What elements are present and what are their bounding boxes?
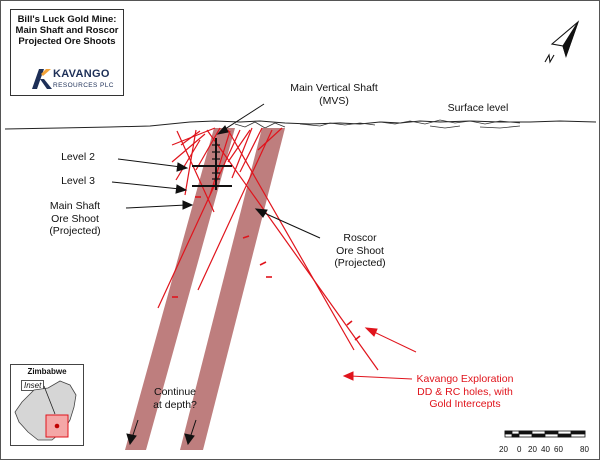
- scale-tick-4: 40: [541, 445, 550, 454]
- north-arrow-icon: [544, 20, 580, 64]
- kavango-label-line-3: Gold Intercepts: [429, 398, 501, 410]
- gold-intercept: [259, 261, 267, 266]
- level-2-label: Level 2: [61, 151, 95, 163]
- mvs-label-line-2: (MVS): [319, 94, 349, 107]
- surface-detail: [234, 119, 521, 129]
- main-shaft-ore-shoot-label: Main Shaft Ore Shoot (Projected): [25, 200, 125, 238]
- title-line-1: Bill's Luck Gold Mine:: [17, 14, 117, 25]
- roscor-label-line-3: (Projected): [334, 257, 386, 269]
- title-line-3: Projected Ore Shoots: [18, 36, 116, 47]
- scale-tick-1: 20: [499, 445, 508, 454]
- gold-intercept: [242, 235, 250, 239]
- continue-label-line-2: at depth?: [153, 398, 197, 411]
- roscor-label-line-1: Roscor: [343, 232, 377, 244]
- drillhole: [175, 139, 201, 181]
- main-shaft-ore-shoot: [125, 128, 235, 450]
- roscor-ore-shoot: [180, 128, 285, 450]
- shaft-ticks: [212, 144, 220, 180]
- main-shoot-arrow: [125, 204, 187, 209]
- kavango-label-line-2: DD & RC holes, with: [417, 385, 513, 398]
- main-shoot-label-line-1: Main Shaft: [49, 200, 101, 212]
- surface-level-label: Surface level: [447, 102, 509, 114]
- drillhole: [209, 130, 231, 196]
- drillholes: [157, 127, 379, 371]
- level3-arrow: [111, 181, 181, 190]
- gold-intercepts: [172, 196, 361, 341]
- logo-subtitle: RESOURCES PLC: [53, 82, 114, 89]
- continue-label-line-1: Continue: [153, 386, 197, 398]
- drillhole: [184, 129, 197, 196]
- drillhole: [195, 127, 221, 171]
- scale-tick-6: 80: [580, 445, 589, 454]
- level-3-label: Level 3: [61, 175, 95, 187]
- drillhole: [157, 129, 241, 309]
- mvs-arrow: [221, 103, 265, 132]
- annotation-arrows: [111, 103, 321, 446]
- drillhole: [180, 130, 201, 146]
- drillhole: [171, 133, 206, 163]
- drillhole: [176, 130, 215, 213]
- mvs-label-line-1: Main Vertical Shaft: [290, 82, 378, 94]
- title-box: Bill's Luck Gold Mine: Main Shaft and Ro…: [10, 9, 124, 96]
- inset-map-title: Zimbabwe: [27, 367, 67, 376]
- main-shoot-label-line-3: (Projected): [49, 225, 101, 237]
- mvs-label: Main Vertical Shaft (MVS): [272, 82, 396, 107]
- scale-tick-3: 20: [528, 445, 537, 454]
- drillhole: [231, 127, 253, 179]
- kavango-logo-icon: [32, 69, 52, 89]
- gold-intercept: [346, 320, 353, 326]
- drillhole: [257, 127, 283, 151]
- inset-map: Zimbabwe Inset: [10, 364, 84, 446]
- scale-tick-5: 60: [554, 445, 563, 454]
- diagram-title: Bill's Luck Gold Mine: Main Shaft and Ro…: [11, 14, 123, 47]
- scale-bar: [504, 430, 586, 438]
- kavango-arrows: [342, 327, 417, 381]
- surface-line: [4, 120, 597, 130]
- roscor-label-line-2: Ore Shoot: [336, 244, 384, 257]
- drillhole: [227, 129, 251, 163]
- scale-tick-2: 0: [517, 445, 522, 454]
- title-line-2: Main Shaft and Roscor: [15, 25, 119, 36]
- drillhole: [227, 129, 355, 351]
- drillhole: [239, 127, 263, 173]
- continue-at-depth-label: Continue at depth?: [135, 386, 215, 411]
- drillhole: [197, 129, 273, 291]
- kavango-exploration-label: Kavango Exploration DD & RC holes, with …: [390, 373, 540, 411]
- level2-arrow: [117, 158, 182, 168]
- roscor-arrow: [261, 211, 321, 239]
- roscor-ore-shoot-label: Roscor Ore Shoot (Projected): [310, 232, 410, 270]
- main-shoot-label-line-2: Ore Shoot: [51, 212, 99, 225]
- inset-label: Inset: [21, 380, 45, 391]
- kavango-label-line-1: Kavango Exploration: [416, 373, 514, 385]
- main-vertical-shaft: [192, 138, 232, 190]
- gold-intercept: [354, 335, 361, 341]
- logo-name: KAVANGO: [53, 68, 110, 80]
